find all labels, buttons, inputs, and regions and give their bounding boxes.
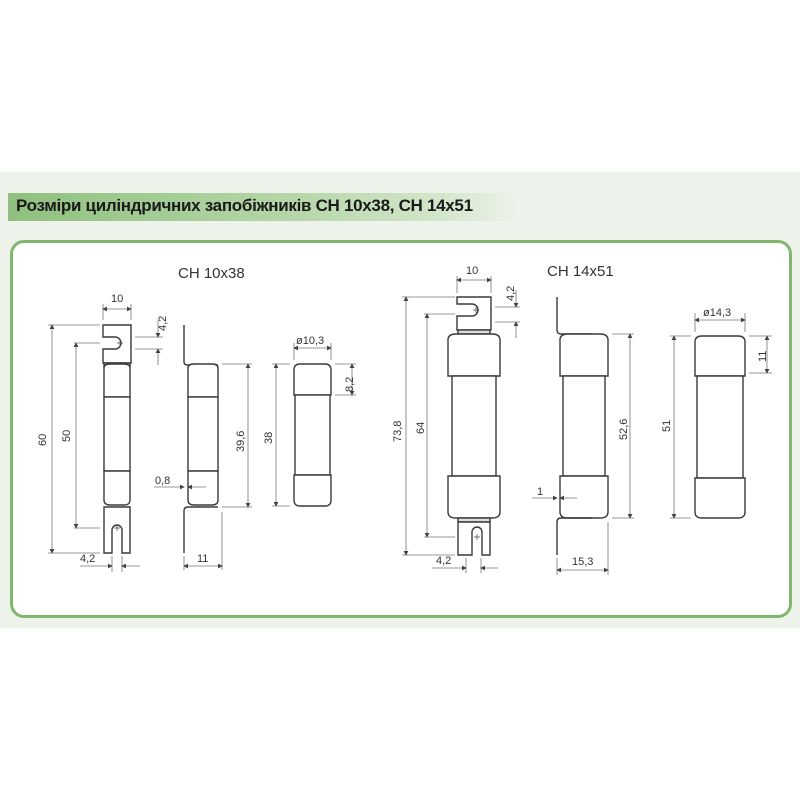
diagram-frame xyxy=(10,240,792,618)
dim-label: 64 xyxy=(415,422,427,434)
dim-label: 11 xyxy=(757,351,769,362)
dim-label: 8,2 xyxy=(344,377,356,392)
page-title: Розміри циліндричних запобіжників CH 10x… xyxy=(16,196,473,215)
dim-label: 15,3 xyxy=(572,556,593,568)
ch14x51-title: CH 14x51 xyxy=(547,263,614,280)
ch10x38-front-view xyxy=(102,324,132,554)
dim-label: 1 xyxy=(537,486,543,498)
header-bar xyxy=(8,193,518,221)
dim-label: 10 xyxy=(466,265,478,277)
dim-label: 38 xyxy=(263,432,275,444)
dim-label: 50 xyxy=(61,430,73,442)
ch10x38-side-view xyxy=(183,325,219,553)
dim-label: 10 xyxy=(111,293,123,305)
dim-label: ø10,3 xyxy=(296,335,324,347)
dim-label: 73,8 xyxy=(392,421,404,442)
dim-label: 4,2 xyxy=(436,555,451,567)
ch14x51-front-view xyxy=(447,296,501,556)
dim-label: 51 xyxy=(661,420,673,432)
dim-label: 4,2 xyxy=(157,316,169,331)
dim-label: 4,2 xyxy=(505,286,517,301)
dim-label: 60 xyxy=(37,434,49,446)
dim-label: 0,8 xyxy=(155,475,170,487)
ch14x51-side-view xyxy=(556,297,609,555)
ch10x38-title: CH 10x38 xyxy=(178,265,245,282)
dim-label: ø14,3 xyxy=(703,307,731,319)
dim-label: 52,6 xyxy=(618,419,630,440)
dim-label: 11 xyxy=(197,553,208,565)
dim-label: 39,6 xyxy=(235,431,247,452)
dim-label: 4,2 xyxy=(80,553,95,565)
ch10x38-cartridge-view xyxy=(293,363,332,507)
ch14x51-cartridge-view xyxy=(694,335,746,519)
